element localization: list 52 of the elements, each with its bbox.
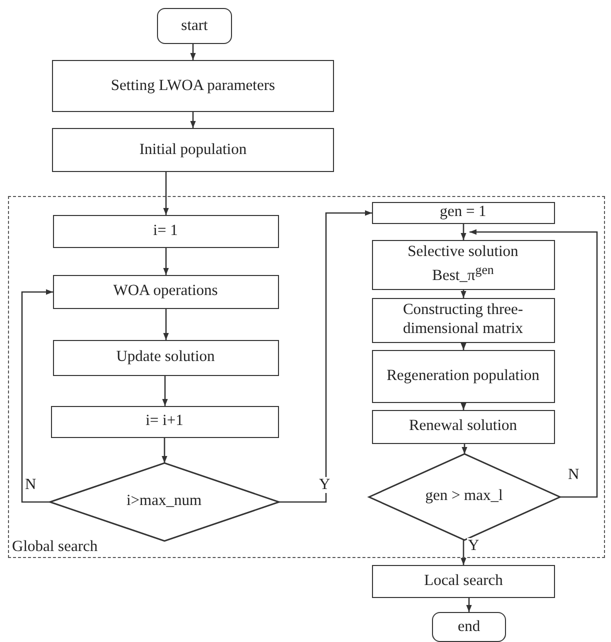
node-text: i= 1	[152, 222, 179, 240]
node-text: Selective solution Best_π$^{gen}$	[406, 243, 520, 286]
process-box	[372, 240, 554, 290]
node-text: Initial population	[138, 140, 248, 160]
terminal-box	[432, 612, 506, 642]
process-box	[372, 350, 554, 402]
arrow	[470, 229, 598, 498]
arrow	[460, 343, 466, 350]
node-text: Renewal solution	[408, 417, 518, 436]
dashed-region	[8, 196, 605, 558]
node-text: i>max_num	[125, 492, 203, 511]
terminal-box	[157, 8, 232, 44]
arrow	[460, 224, 466, 240]
node-text: WOA operations	[112, 282, 219, 301]
process-box	[52, 340, 278, 376]
arrow	[162, 376, 168, 406]
process-box	[50, 406, 278, 438]
node-text: gen > max_l	[424, 487, 504, 506]
arrow	[460, 540, 466, 565]
arrow	[460, 290, 466, 298]
process-box	[372, 298, 554, 342]
node-text: Regeneration population	[386, 366, 540, 386]
arrow	[163, 309, 169, 340]
arrow	[462, 444, 468, 454]
process-box	[52, 128, 334, 172]
edge-label: Y	[318, 477, 332, 492]
node-text: Constructing three-dimensional matrix	[402, 301, 524, 339]
process-box	[372, 410, 554, 444]
arrow	[466, 598, 472, 612]
decision-diamond	[50, 462, 278, 540]
node-text: Local search	[423, 572, 504, 591]
arrow	[163, 172, 169, 215]
process-box	[52, 214, 278, 248]
node-text: start	[180, 16, 209, 36]
arrow	[190, 44, 196, 60]
node-text: i= i+1	[144, 412, 184, 431]
region-label: Global search	[12, 538, 98, 555]
process-box	[372, 202, 554, 224]
decision-diamond	[368, 454, 560, 540]
arrow	[279, 210, 372, 503]
process-box	[52, 60, 334, 112]
arrow	[21, 289, 53, 503]
node-text: gen = 1	[438, 203, 488, 222]
arrow	[190, 112, 196, 128]
node-text: Update solution	[115, 348, 216, 367]
process-box	[372, 565, 555, 598]
arrow	[163, 248, 169, 275]
node-text: end	[456, 618, 482, 636]
process-box	[52, 274, 278, 308]
node-text: Setting LWOA parameters	[110, 76, 276, 96]
arrow	[162, 438, 168, 463]
arrow	[460, 403, 466, 410]
